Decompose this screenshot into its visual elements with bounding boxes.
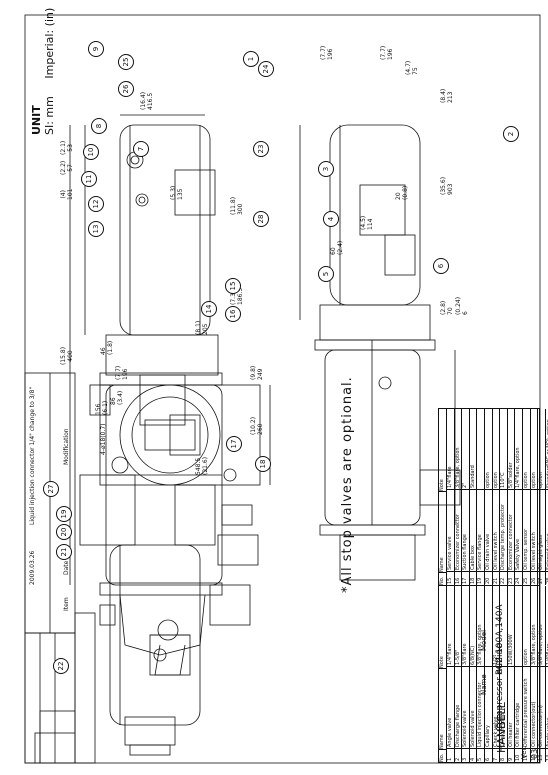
side-view xyxy=(89,124,259,676)
sheet-frame xyxy=(24,14,541,764)
rear-view xyxy=(99,544,251,756)
title-block-lines xyxy=(24,372,96,764)
end-view xyxy=(79,384,261,546)
top-view xyxy=(314,124,461,581)
